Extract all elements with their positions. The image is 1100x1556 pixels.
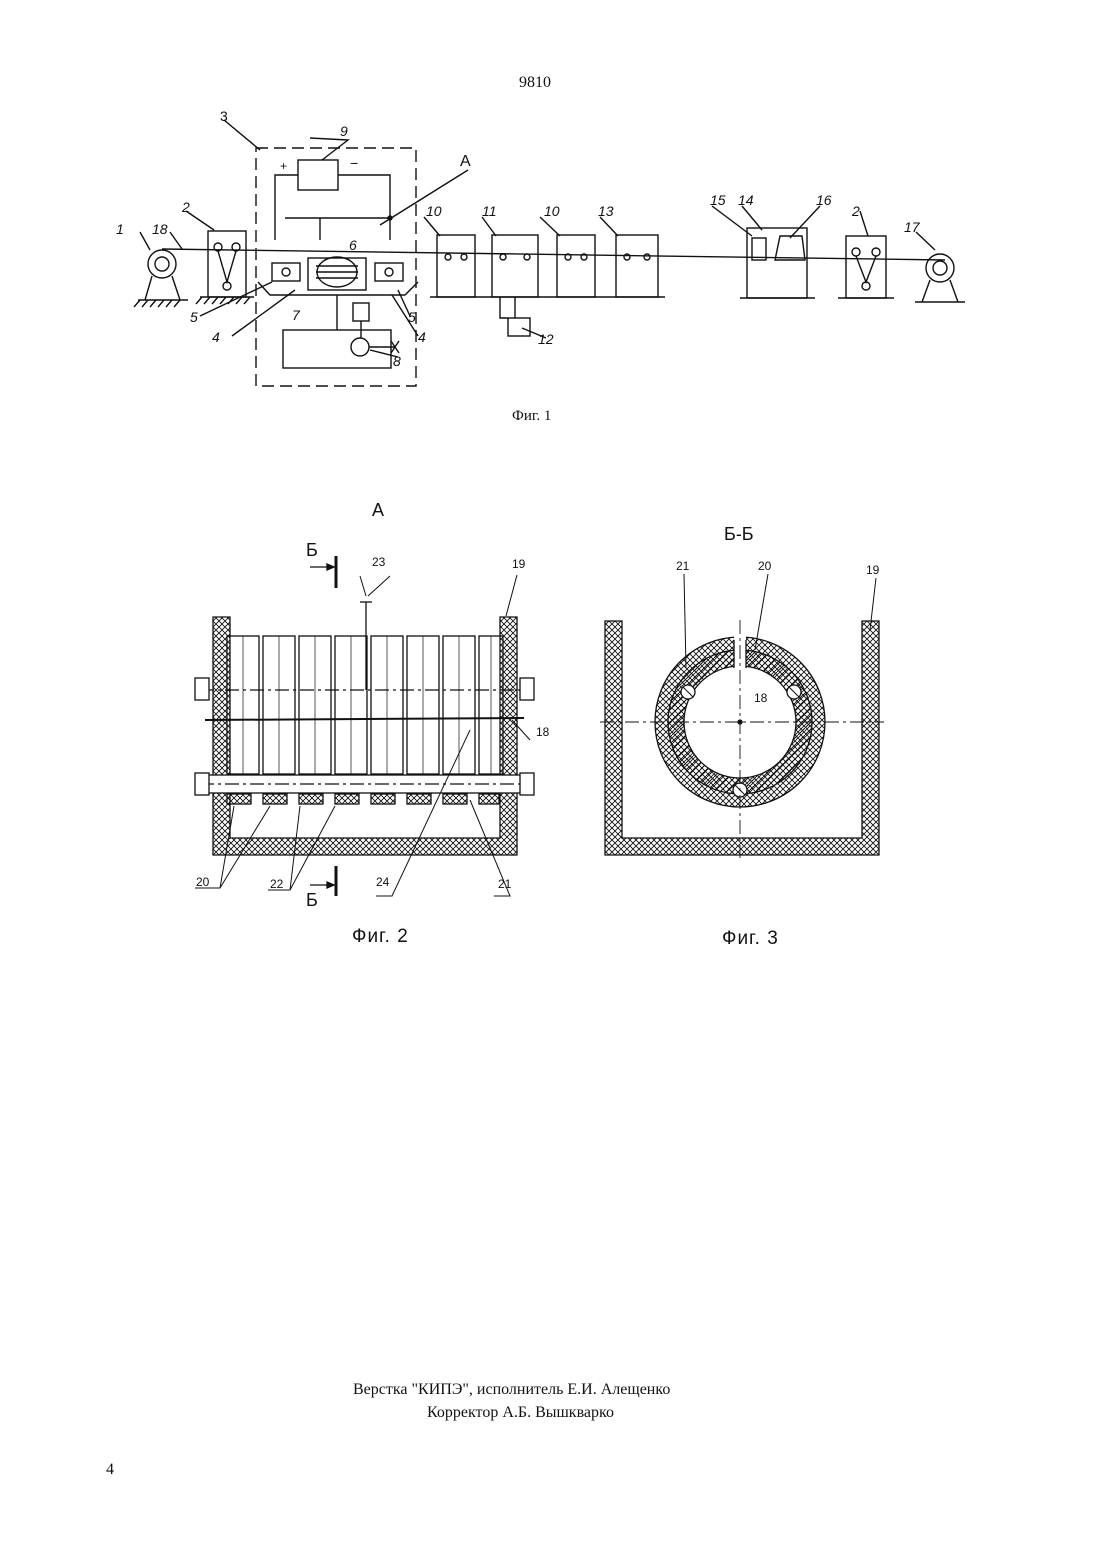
fig1-label: 8 — [393, 353, 401, 369]
fig1-label: − — [350, 155, 358, 171]
fig1-label: А — [460, 153, 471, 170]
fig1-label: 5 — [190, 309, 198, 325]
fig1-label: 10 — [544, 203, 560, 219]
fig3-caption: Фиг. 3 — [722, 928, 779, 950]
footer-line-2: Корректор А.Б. Вышкварко — [427, 1404, 614, 1422]
fig1-label: 6 — [349, 237, 357, 253]
fig2-drawing — [195, 556, 534, 896]
fig2-label-18: 18 — [536, 725, 550, 739]
fig1-label: 2 — [851, 203, 860, 219]
fig1-label: 17 — [904, 219, 921, 235]
fig2-label-19: 19 — [512, 557, 526, 571]
fig1-label: 14 — [738, 192, 754, 208]
fig3-drawing — [600, 574, 884, 858]
fig3-label-20: 20 — [758, 559, 772, 573]
fig1-label: 4 — [418, 329, 426, 345]
fig1-label: 11 — [482, 203, 497, 219]
fig1-label: 15 — [710, 192, 726, 208]
fig1-label: + — [280, 159, 287, 173]
page-number: 4 — [106, 1461, 114, 1479]
fig2-label-23: 23 — [372, 555, 386, 569]
fig2-section-mark-bottom: Б — [306, 890, 318, 911]
fig1-label: 4 — [212, 329, 220, 345]
fig2-label-21: 21 — [498, 877, 512, 891]
fig1-label: 5 — [408, 309, 416, 325]
fig2-label-20: 20 — [196, 875, 210, 889]
footer-line-1: Верстка "КИПЭ", исполнитель Е.И. Алещенк… — [353, 1381, 670, 1399]
fig1-caption: Фиг. 1 — [512, 408, 551, 425]
fig1-label: 9 — [340, 123, 348, 139]
fig1-label: 1 — [116, 221, 124, 237]
fig1-label: 3 — [220, 108, 228, 124]
fig3-label-18: 18 — [754, 691, 768, 705]
fig2-label-24: 24 — [376, 875, 390, 889]
fig2-caption: Фиг. 2 — [352, 926, 409, 948]
document-number: 9810 — [519, 74, 551, 92]
fig1-label: 16 — [816, 192, 832, 208]
fig3-label-19: 19 — [866, 563, 880, 577]
fig1-labels: 1 18 2 3 9 + − А 6 5 4 7 8 10 11 10 13 1… — [116, 108, 921, 369]
fig1-label: 13 — [598, 203, 614, 219]
fig1-label: 18 — [152, 221, 168, 237]
fig1-label: 7 — [292, 307, 301, 323]
fig3-section-title: Б-Б — [724, 524, 754, 545]
fig2-section-mark-top: Б — [306, 540, 318, 561]
fig1-label: 2 — [181, 199, 190, 215]
fig1-label: 12 — [538, 331, 554, 347]
fig3-label-21: 21 — [676, 559, 690, 573]
fig2-view-label: А — [372, 500, 384, 521]
fig2-label-22: 22 — [270, 877, 284, 891]
fig1-label: 10 — [426, 203, 442, 219]
